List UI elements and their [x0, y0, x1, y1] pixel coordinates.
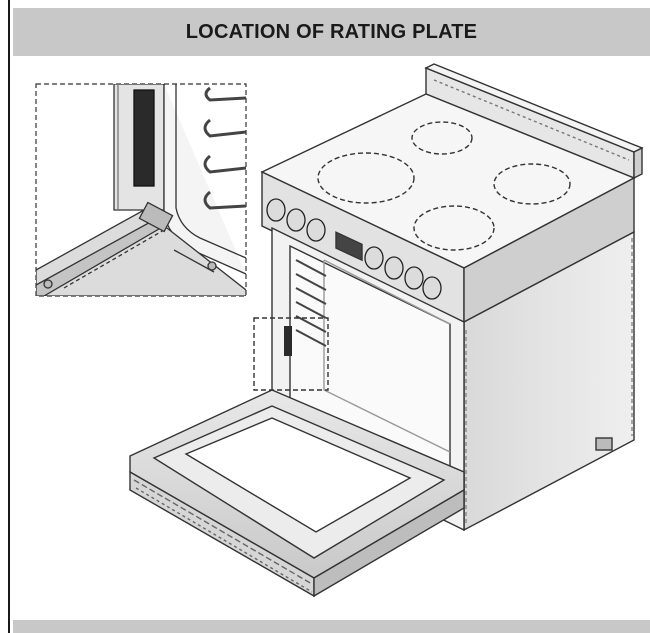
section-title: LOCATION OF RATING PLATE — [185, 20, 478, 43]
burner-front-left — [317, 152, 415, 204]
rating-plate — [133, 89, 155, 187]
oven-door-open — [129, 389, 465, 598]
backguard — [424, 63, 644, 180]
burner-rear-right — [493, 163, 571, 205]
section-header: LOCATION OF RATING PLATE — [13, 8, 650, 56]
rating-plate-mark — [284, 326, 292, 356]
oven-racks — [295, 259, 327, 347]
rating-plate-callout-box — [253, 317, 329, 391]
burner-front-right — [413, 205, 495, 251]
control-knobs — [266, 198, 442, 300]
range-body — [129, 63, 644, 598]
detail-inset — [35, 83, 247, 297]
burner-rear-left — [411, 121, 473, 155]
door-glass — [184, 417, 412, 533]
range-illustration — [35, 63, 644, 598]
margin-rule — [8, 0, 10, 633]
display-window — [335, 231, 363, 262]
section-footer-bar — [13, 620, 650, 633]
